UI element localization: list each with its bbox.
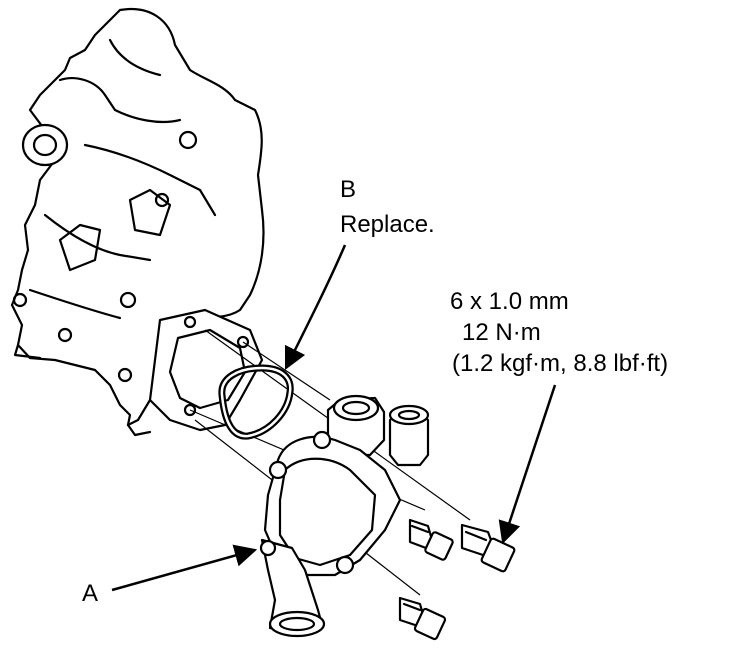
thermostat-housing [259,394,430,638]
leader-bolt-spec [498,384,557,545]
callout-b-letter: B [340,176,356,203]
bolt-torque-label: 12 N·m [462,319,541,346]
bolt-size-label: 6 x 1.0 mm [450,288,569,315]
bolt-upper-left [408,518,454,561]
callout-b-note: Replace. [340,211,435,238]
leader-lines [111,244,557,592]
gasket-b [218,364,294,440]
engine-block-casting [10,7,265,437]
callout-a-letter: A [82,580,98,607]
leader-a [111,544,258,592]
bolt-torque-alt-label: (1.2 kgf·m, 8.8 lbf·ft) [452,350,668,377]
bolt-lower [398,596,447,641]
leader-b [284,244,347,371]
